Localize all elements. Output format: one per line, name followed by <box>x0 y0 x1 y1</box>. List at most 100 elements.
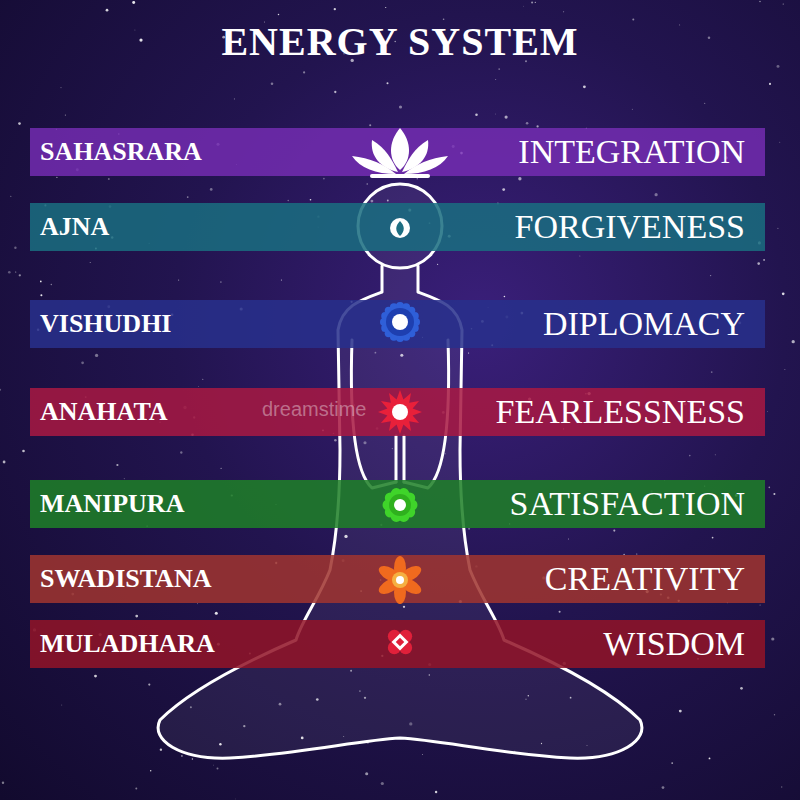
star <box>14 247 16 249</box>
star <box>399 105 402 108</box>
petal <box>380 318 388 326</box>
petal <box>390 333 398 341</box>
anahata-icon <box>378 390 422 434</box>
petal <box>385 492 396 503</box>
star <box>40 294 42 296</box>
star <box>181 755 183 757</box>
star <box>217 768 219 770</box>
petal <box>394 580 406 604</box>
star <box>526 122 529 125</box>
petal <box>388 641 401 654</box>
chakra-name: VISHUDHI <box>40 309 171 339</box>
star <box>108 178 110 180</box>
chakra-band: VISHUDHI DIPLOMACY <box>30 300 765 348</box>
chakra-name: MULADHARA <box>40 629 215 659</box>
star <box>60 87 61 88</box>
chakra-name: MANIPURA <box>40 489 184 519</box>
star <box>22 450 25 453</box>
star <box>124 478 125 479</box>
star <box>180 451 182 453</box>
petal <box>412 318 420 326</box>
star <box>135 615 138 618</box>
star <box>774 714 775 715</box>
chakra-quality: WISDOM <box>603 625 745 663</box>
petal <box>399 630 412 643</box>
petal <box>381 312 389 320</box>
star <box>781 786 782 787</box>
star <box>654 193 657 196</box>
star <box>19 274 21 276</box>
star <box>768 487 770 489</box>
star <box>210 188 213 191</box>
star <box>15 271 16 272</box>
star <box>760 604 761 605</box>
star <box>769 83 771 85</box>
star <box>271 83 274 86</box>
star <box>81 361 84 364</box>
star <box>90 262 91 263</box>
star <box>334 439 337 442</box>
chakra-band: MANIPURASATISFACTION <box>30 480 765 528</box>
star <box>369 124 371 126</box>
petal <box>381 324 389 332</box>
swadistana-icon <box>376 556 424 604</box>
star <box>495 79 496 80</box>
star <box>221 468 222 469</box>
star <box>435 791 437 793</box>
star <box>662 786 665 789</box>
star <box>94 675 97 678</box>
star <box>475 113 478 116</box>
star <box>711 371 713 373</box>
chakra-band: SWADISTANACREATIVITY <box>30 555 765 603</box>
icon-center <box>392 634 409 651</box>
chakra-quality: DIPLOMACY <box>543 305 745 343</box>
star <box>334 91 336 93</box>
star <box>381 782 384 785</box>
diagram-title: ENERGY SYSTEM <box>0 18 800 65</box>
icon-center <box>394 499 406 511</box>
star <box>671 762 673 764</box>
star <box>632 19 634 21</box>
star <box>531 1 533 3</box>
star <box>763 259 765 261</box>
star <box>767 411 769 413</box>
chakra-quality: FORGIVENESS <box>515 208 745 246</box>
star <box>704 103 705 104</box>
star <box>303 71 305 73</box>
star <box>563 11 564 12</box>
star <box>782 292 785 295</box>
star <box>710 275 711 276</box>
star <box>106 9 109 12</box>
vishudhi-icon <box>380 302 420 342</box>
petal <box>391 488 402 499</box>
star <box>40 281 42 283</box>
petal <box>397 575 424 597</box>
praying-hands <box>396 436 404 482</box>
star <box>61 704 62 705</box>
star <box>235 798 237 800</box>
star <box>583 85 586 88</box>
star <box>498 68 500 70</box>
petal <box>388 630 401 643</box>
petal <box>402 303 410 311</box>
star <box>777 228 778 229</box>
star <box>567 538 569 540</box>
star <box>116 464 118 466</box>
star <box>365 772 368 775</box>
star <box>712 537 714 539</box>
star <box>784 369 786 371</box>
chakra-quality: CREATIVITY <box>545 560 745 598</box>
star <box>334 8 336 10</box>
star <box>679 710 682 713</box>
star <box>783 4 784 5</box>
star <box>134 29 135 30</box>
star <box>757 262 760 265</box>
chakra-band: MULADHARA WISDOM <box>30 620 765 668</box>
star <box>559 611 561 613</box>
icon-center <box>392 314 408 330</box>
lotus-icon <box>352 128 448 178</box>
petal <box>402 333 410 341</box>
chakra-quality: INTEGRATION <box>518 133 745 171</box>
star <box>18 122 21 125</box>
chakra-name: AJNA <box>40 212 109 242</box>
